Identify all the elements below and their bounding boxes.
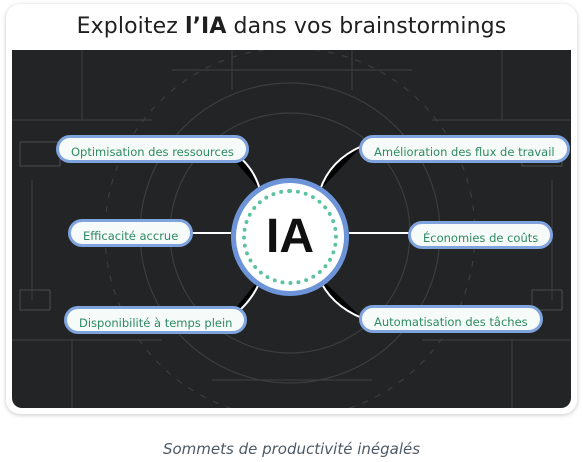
node-full-time-availability: Disponibilité à temps plein [64, 306, 248, 334]
node-resource-optimization: Optimisation des ressources [56, 135, 249, 163]
node-task-automation: Automatisation des tâches [359, 305, 543, 333]
node-workflow-improvement: Amélioration des flux de travail [359, 135, 570, 163]
infographic-card: Exploitez l’IA dans vos brainstormings [6, 4, 577, 414]
mind-map-panel: Optimisation des ressources Efficacité a… [12, 50, 571, 408]
ai-hub: IA [231, 178, 349, 296]
figure-caption: Sommets de productivité inégalés [162, 440, 421, 458]
hub-label: IA [266, 210, 314, 263]
node-increased-efficiency: Efficacité accrue [68, 219, 194, 247]
node-cost-savings: Économies de coûts [408, 221, 554, 249]
infographic-title: Exploitez l’IA dans vos brainstormings [76, 14, 507, 39]
hub-dotted-ring [242, 189, 338, 285]
